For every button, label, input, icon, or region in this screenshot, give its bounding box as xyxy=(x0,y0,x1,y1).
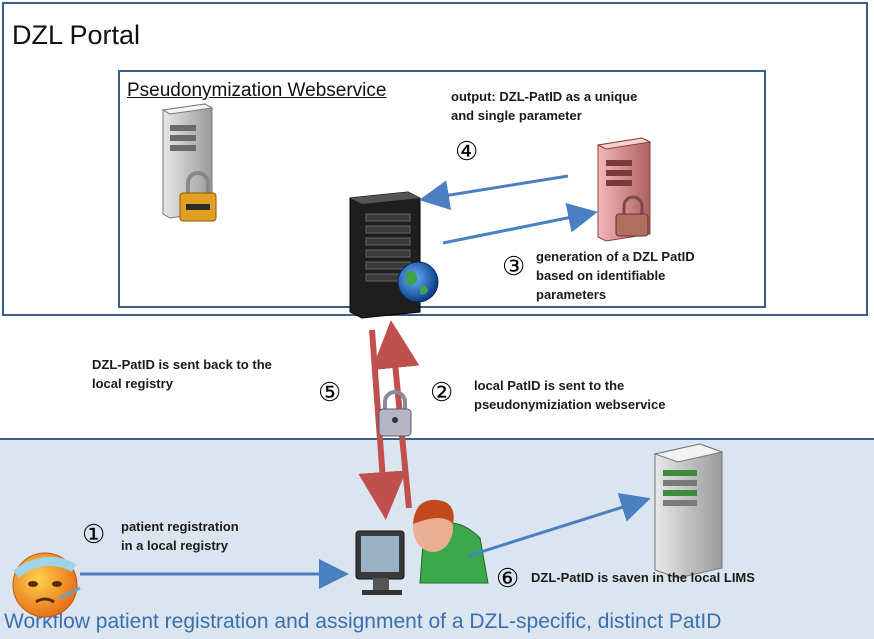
step-3-number: ③ xyxy=(502,251,526,281)
step-3-line-1: generation of a DZL PatID xyxy=(536,249,695,264)
user-computer-icon xyxy=(355,499,489,595)
step-3-line-3: parameters xyxy=(536,287,607,302)
server-lock-icon xyxy=(161,103,217,222)
lims-arrow xyxy=(467,492,651,558)
padlock-icon xyxy=(378,390,412,437)
workflow-title: Workflow patient registration and assign… xyxy=(4,610,722,633)
step-1-line-2: in a local registry xyxy=(121,538,228,553)
step-6-text: DZL-PatID is saven in the local LIMS xyxy=(531,568,755,587)
step-2-line-2: pseudonymiziation webservice xyxy=(474,397,666,412)
step-4-line-2: and single parameter xyxy=(451,108,582,123)
step-4-line-1: output: DZL-PatID as a unique xyxy=(451,89,638,104)
step-2-line-1: local PatID is sent to the xyxy=(474,378,625,393)
red-server-lock-icon xyxy=(596,137,652,242)
step-6-line-1: DZL-PatID is saven in the local LIMS xyxy=(531,570,755,585)
step-1-text: patient registration in a local registry xyxy=(121,517,239,555)
step-5-number: ⑤ xyxy=(318,377,342,407)
step-6-number: ⑥ xyxy=(496,563,520,593)
step-1-number: ① xyxy=(82,519,106,549)
webservice-title: Pseudonymization Webservice xyxy=(127,80,387,101)
sick-patient-icon xyxy=(12,552,81,618)
step-2-text: local PatID is sent to the pseudonymizia… xyxy=(474,376,665,414)
step-4-text: output: DZL-PatID as a unique and single… xyxy=(451,87,637,125)
step-1-line-1: patient registration xyxy=(121,519,239,534)
step-5-text: DZL-PatID is sent back to the local regi… xyxy=(92,355,272,393)
step-2-number: ② xyxy=(430,377,454,407)
portal-title: DZL Portal xyxy=(12,20,141,50)
lims-server-icon xyxy=(653,443,724,579)
step-5-line-2: local registry xyxy=(92,376,173,391)
step-4-number: ④ xyxy=(455,136,479,166)
generation-arrow xyxy=(442,203,598,245)
web-server-globe-icon xyxy=(349,191,439,319)
output-arrow xyxy=(419,174,569,210)
step-3-line-2: based on identifiable xyxy=(536,268,666,283)
step-3-text: generation of a DZL PatID based on ident… xyxy=(536,247,695,304)
step-5-line-1: DZL-PatID is sent back to the xyxy=(92,357,272,372)
